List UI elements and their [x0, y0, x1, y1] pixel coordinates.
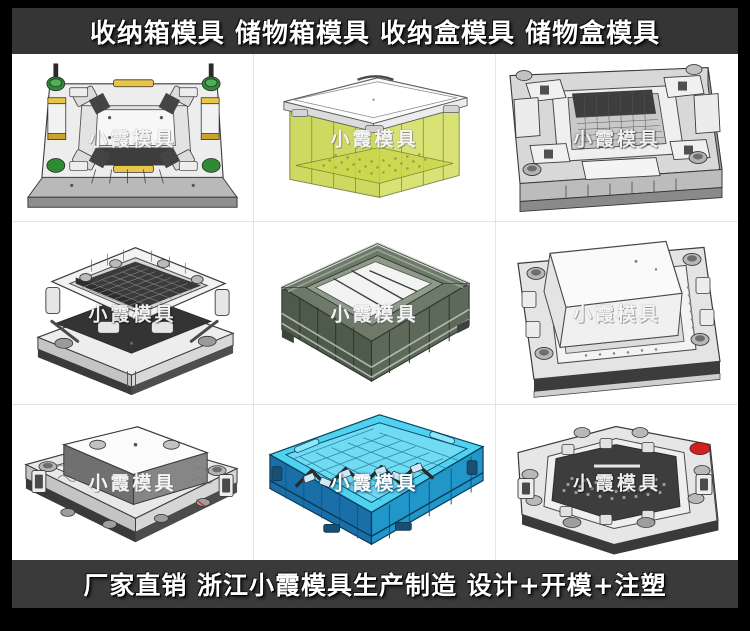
- product-render-8: 小霞模具: [254, 405, 495, 560]
- grid-cell-storage-box-mould-core-closed[interactable]: 小霞模具: [12, 404, 254, 560]
- grid-cell-green-storage-box-product[interactable]: 小霞模具: [254, 54, 496, 223]
- grid-cell-storage-box-mould-cavity-view[interactable]: 小霞模具: [496, 54, 738, 223]
- grid-cell-cyan-folding-crate-product[interactable]: 小霞模具: [254, 404, 496, 560]
- bottom-banner: 厂家直销 浙江小霞模具生产制造 设计+开模+注塑: [12, 560, 738, 608]
- mould-render-4: 小霞模具: [12, 222, 253, 404]
- red-accent-marker: [689, 442, 711, 455]
- mould-render-3: 小霞模具: [496, 54, 738, 221]
- grid-cell-crate-mould-cavity-view[interactable]: 小霞模具: [12, 222, 254, 405]
- grid-cell-crate-mould-cavity-red-accent[interactable]: 小霞模具: [496, 404, 738, 560]
- green-box-illustration: [254, 57, 495, 218]
- mould-illustration-3: [496, 57, 738, 218]
- content-frame: 收纳箱模具 储物箱模具 收纳盒模具 储物盒模具: [12, 8, 738, 608]
- green-crate-illustration: [254, 225, 495, 401]
- product-grid: 小霞模具: [12, 54, 738, 560]
- mould-illustration-1: [12, 57, 253, 218]
- cyan-crate-illustration: [254, 408, 495, 557]
- product-render-2: 小霞模具: [254, 54, 495, 221]
- bottom-banner-text: 厂家直销 浙江小霞模具生产制造 设计+开模+注塑: [83, 571, 667, 600]
- top-banner-text: 收纳箱模具 储物箱模具 收纳盒模具 储物盒模具: [89, 18, 661, 49]
- mould-render-9: 小霞模具: [496, 405, 738, 560]
- grid-cell-storage-box-mould-core-view[interactable]: 小霞模具: [496, 222, 738, 405]
- top-banner: 收纳箱模具 储物箱模具 收纳盒模具 储物盒模具: [12, 8, 738, 54]
- mould-illustration-9: [496, 408, 738, 557]
- mould-render-7: 小霞模具: [12, 405, 253, 560]
- grid-cell-dark-green-turnover-crate-product[interactable]: 小霞模具: [254, 222, 496, 405]
- mould-illustration-7: [12, 408, 253, 557]
- mould-render-6: 小霞模具: [496, 222, 738, 404]
- product-render-5: 小霞模具: [254, 222, 495, 404]
- mould-illustration-4: [12, 225, 253, 401]
- grid-cell-storage-box-mould-open-view[interactable]: 小霞模具: [12, 54, 254, 223]
- mould-render-1: 小霞模具: [12, 54, 253, 221]
- mould-illustration-6: [496, 225, 738, 401]
